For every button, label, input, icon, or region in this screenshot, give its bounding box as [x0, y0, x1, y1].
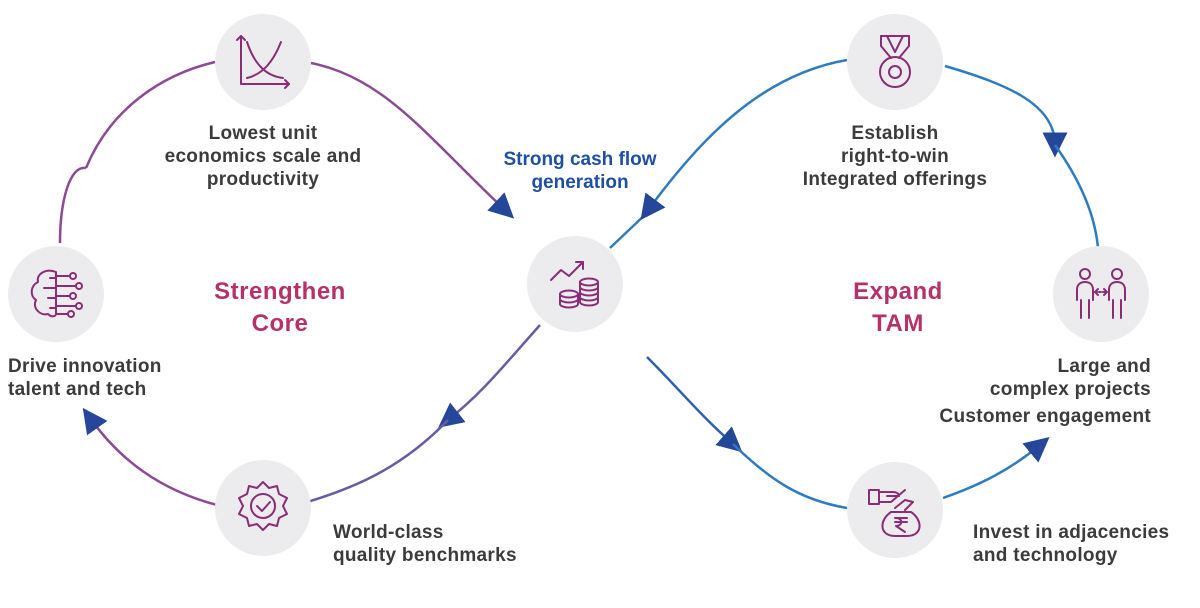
expand-tam-line-1: Expand — [853, 278, 943, 305]
right-to-win-node — [847, 14, 943, 110]
innovation-node — [8, 246, 104, 342]
projects-line-2: complex projects — [989, 379, 1151, 400]
loop-segment-center-to-invest — [646, 356, 743, 453]
projects-node — [1053, 246, 1149, 342]
loop-segment-unit-economics-to-center — [292, 58, 515, 219]
invest-line-2: and technology — [973, 545, 1118, 566]
projects-line-1: Large and — [1057, 356, 1151, 377]
invest-node — [847, 462, 943, 558]
invest-label: Invest in adjacencies and technology — [973, 521, 1169, 567]
loop-segment-projects-up — [1053, 144, 1100, 249]
projects-line-3: Customer engagement — [939, 406, 1151, 427]
loop-segment-projects-to-medal — [944, 64, 1068, 158]
right-to-win-line-2: right-to-win — [840, 146, 950, 167]
brain-circuit-icon — [30, 269, 83, 318]
loop-segment-medal-to-center — [640, 58, 848, 221]
loop-segment-quality-to-innovation — [82, 407, 218, 507]
invest-line-1: Invest in adjacencies — [973, 522, 1170, 543]
projects-label: Large and complex projects Customer enga… — [905, 355, 1151, 428]
expand-tam-line-2: TAM — [872, 310, 924, 337]
innovation-label: Drive innovation talent and tech — [8, 355, 162, 401]
cash-flow-node — [527, 236, 623, 332]
loop-segment-to-invest — [732, 443, 848, 510]
quality-label: World-class quality benchmarks — [333, 521, 517, 567]
quality-line-2: quality benchmarks — [333, 545, 517, 566]
quality-badge-icon — [238, 481, 288, 531]
left-loop — [58, 58, 541, 507]
cash-growth-icon — [550, 261, 599, 309]
loop-segment-center-to-lower — [438, 324, 541, 428]
expand-tam-title: Expand TAM — [798, 276, 998, 340]
innovation-line-1: Drive innovation — [8, 356, 162, 377]
cash-flow-title-line-1: Strong cash flow — [503, 149, 657, 170]
cash-flow-title: Strong cash flow generation — [470, 148, 690, 194]
cash-flow-title-line-2: generation — [531, 172, 629, 193]
right-loop — [609, 58, 1100, 510]
people-collaboration-icon — [1076, 268, 1126, 319]
strengthen-core-title: Strengthen Core — [180, 276, 380, 340]
loop-segment-invest-to-projects — [942, 436, 1050, 500]
rupee-money-bag-icon — [868, 489, 921, 537]
loop-segment-to-quality — [296, 419, 449, 507]
unit-economics-line-1: Lowest unit — [208, 123, 318, 144]
strengthen-core-line-2: Core — [251, 310, 309, 337]
loop-segment-to-unit-economics — [84, 60, 216, 169]
medal-icon — [879, 35, 911, 88]
quality-line-1: World-class — [333, 522, 444, 543]
right-to-win-label: Establish right-to-win Integrated offeri… — [770, 122, 1020, 191]
strengthen-core-line-1: Strengthen — [214, 278, 346, 305]
unit-economics-line-2: economics scale and — [164, 146, 362, 167]
right-to-win-line-1: Establish — [851, 123, 939, 144]
innovation-line-2: talent and tech — [8, 379, 147, 400]
loop-segment-innovation-to-top — [58, 166, 87, 244]
right-to-win-line-3: Integrated offerings — [802, 169, 988, 190]
unit-economics-line-3: productivity — [206, 169, 320, 190]
loop-segment-center-up — [609, 209, 651, 249]
decline-curve-chart-icon — [236, 35, 290, 89]
unit-economics-node — [215, 14, 311, 110]
quality-node — [215, 460, 311, 556]
unit-economics-label: Lowest unit economics scale and producti… — [150, 122, 376, 191]
